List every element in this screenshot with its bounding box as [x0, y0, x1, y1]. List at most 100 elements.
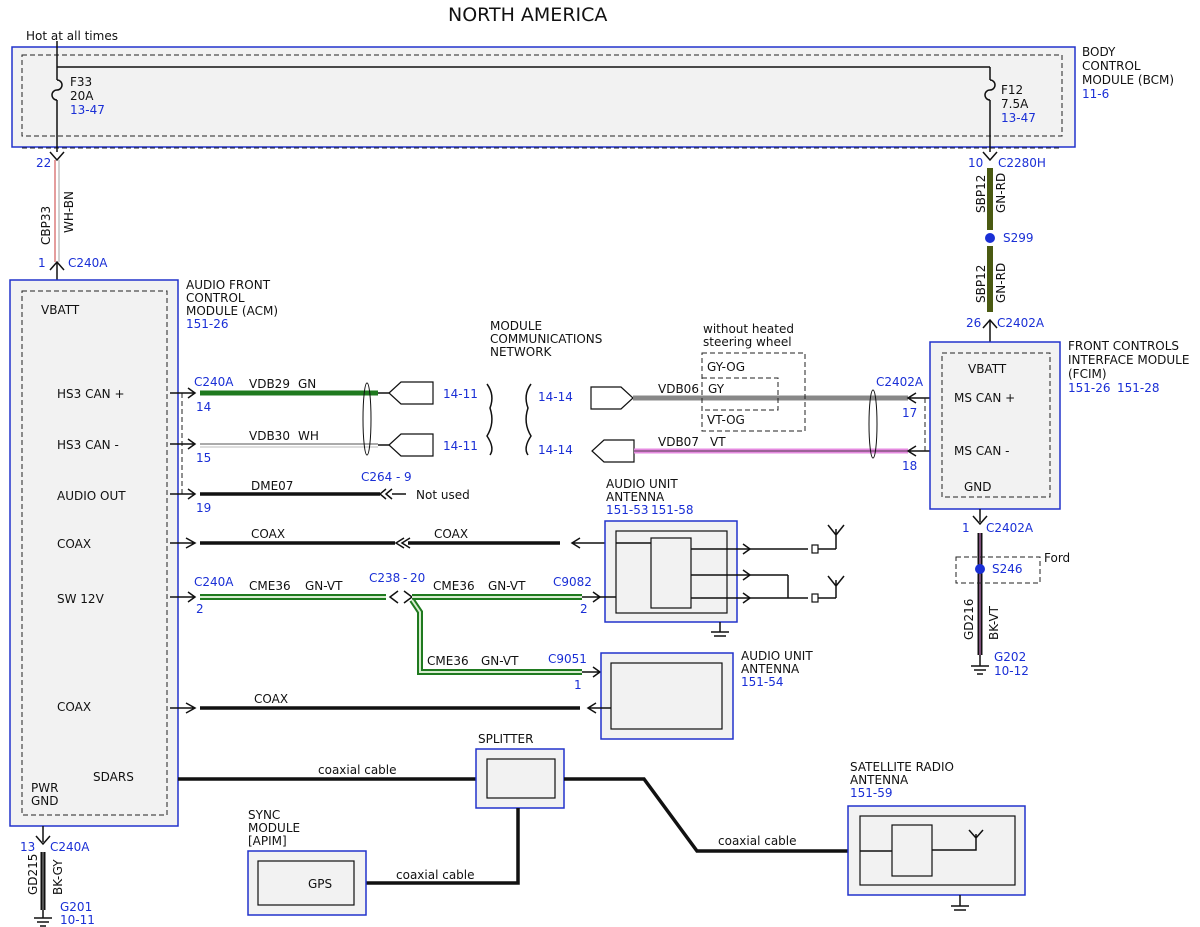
hot-label: Hot at all times	[26, 29, 118, 43]
f33-ref: 13-47	[70, 103, 105, 117]
wire-wh-label: WH	[298, 429, 319, 443]
g202-label: G202	[994, 650, 1026, 664]
twisted-pair-left-icon	[362, 382, 372, 456]
option-inner-dashed	[702, 377, 779, 411]
pin-17: 17	[902, 406, 917, 420]
pin-1-c9051: 1	[574, 678, 582, 692]
not-used-label: Not used	[416, 488, 470, 502]
mcn-label-3: NETWORK	[490, 345, 553, 359]
pin-26: 26	[966, 316, 981, 330]
ground-g202-icon	[971, 665, 989, 675]
coax-label-1b: COAX	[434, 527, 468, 541]
g201-label: G201	[60, 900, 92, 914]
acm-pin-coax2: COAX	[57, 700, 91, 714]
fcim-pin-gnd: GND	[964, 480, 992, 494]
wire-whbn-label: WH-BN	[62, 191, 76, 233]
coax-label-2: COAX	[254, 692, 288, 706]
conn-arrow-10	[982, 151, 998, 162]
aua1-ref-1: 151-53	[606, 503, 649, 517]
aua2-arrow-coax	[586, 702, 611, 714]
gnvt-label-b: GN-VT	[488, 579, 526, 593]
acm-pin-audio-out: AUDIO OUT	[57, 489, 126, 503]
bkgy-label: BK-GY	[51, 859, 65, 895]
bcm-module-box	[11, 46, 1076, 148]
mcn-label-2: COMMUNICATIONS	[490, 332, 602, 346]
acm-pin-pwr: PWR	[31, 781, 58, 795]
pin-10: 10	[968, 156, 983, 170]
c240a-hs3: C240A	[194, 375, 234, 389]
vt-og-label: VT-OG	[707, 413, 745, 427]
acm-arrow-15	[170, 438, 197, 450]
wire-vdb06-label: VDB06	[658, 382, 699, 396]
sync-label-3: [APIM]	[248, 834, 287, 848]
c2280h-label: C2280H	[998, 156, 1046, 170]
wire-cbp33-label: CBP33	[39, 206, 53, 245]
aua2-inner	[610, 662, 723, 730]
fcim-ref-1: 151-26	[1068, 381, 1111, 395]
f33-name: F33	[70, 75, 92, 89]
cme36-label-a: CME36	[249, 579, 291, 593]
connector-1411-a	[388, 381, 434, 405]
acm-pin-sw12v: SW 12V	[57, 592, 105, 606]
ford-label: Ford	[1044, 551, 1070, 565]
aua1-label-2: ANTENNA	[606, 490, 665, 504]
acm-label-3: MODULE (ACM)	[186, 304, 278, 318]
wire-gn-label: GN	[298, 377, 316, 391]
antenna-sat-icon	[932, 829, 984, 851]
pin-18: 18	[902, 459, 917, 473]
wire-gps-coax	[366, 808, 520, 885]
acm-label-1: AUDIO FRONT	[186, 278, 271, 292]
wire-cme36-c-tracer	[411, 599, 582, 673]
bcm-label-1: BODY	[1082, 45, 1116, 59]
ref-1414-b: 14-14	[538, 443, 573, 457]
wire-dme07-label: DME07	[251, 479, 293, 493]
fcim-inner-dashed	[941, 352, 1051, 498]
g202-ref: 10-12	[994, 664, 1029, 678]
fcim-label-2: INTERFACE MODULE	[1068, 353, 1189, 367]
c238-label: C238	[369, 571, 400, 585]
fuse-f33-icon	[51, 79, 63, 101]
c238-connector-icon	[388, 590, 414, 604]
twisted-pair-right-icon	[868, 389, 878, 459]
c240a-gnd: C240A	[50, 840, 90, 854]
brace-left-icon	[486, 383, 493, 456]
fcim-pin-vbatt: VBATT	[968, 362, 1007, 376]
aua2-ref: 151-54	[741, 675, 784, 689]
ref-1411-a: 14-11	[443, 387, 478, 401]
fcim-pin-msn: MS CAN -	[954, 444, 1010, 458]
option-dashed-box	[701, 352, 806, 432]
sat-amp	[891, 824, 933, 877]
pin-13: 13	[20, 840, 35, 854]
bcm-label-3: MODULE (BCM)	[1082, 73, 1174, 87]
fcim-module-box	[929, 341, 1061, 510]
wire-gy-label: GY	[708, 382, 725, 396]
gnrd-label-1: GN-RD	[994, 173, 1008, 213]
fcim-pin-msp: MS CAN +	[954, 391, 1015, 405]
acm-arrow-coax2	[170, 702, 197, 714]
aua1-arrow-2	[582, 591, 602, 603]
wire-sat-coax	[564, 777, 848, 853]
c238-dash: -	[403, 571, 407, 585]
c2402a-gnd: C2402A	[986, 521, 1034, 535]
sat-label-1: SATELLITE RADIO	[850, 760, 954, 774]
fuse-f12-icon	[984, 79, 996, 101]
aua1-arrow-coax	[570, 537, 608, 549]
connector-1414-b	[591, 439, 635, 463]
c264-label: C264	[361, 470, 392, 484]
fcim-gnd-arrow	[972, 515, 988, 526]
ant2-resistor	[811, 593, 819, 603]
wire-vdb29-label: VDB29	[249, 377, 290, 391]
pin-1: 1	[38, 256, 46, 270]
splice-s246-icon	[975, 564, 985, 574]
sat-ref: 151-59	[850, 786, 893, 800]
ground-sat-icon	[951, 895, 969, 911]
sync-inner	[257, 860, 355, 906]
without-heated-1: without heated	[703, 322, 794, 336]
c264-dash: -	[396, 470, 400, 484]
acm-ref: 151-26	[186, 317, 229, 331]
gy-og-label: GY-OG	[707, 360, 745, 374]
wire-vt-label: VT	[710, 435, 726, 449]
splitter-label: SPLITTER	[478, 732, 533, 746]
s299-label: S299	[1003, 231, 1034, 245]
